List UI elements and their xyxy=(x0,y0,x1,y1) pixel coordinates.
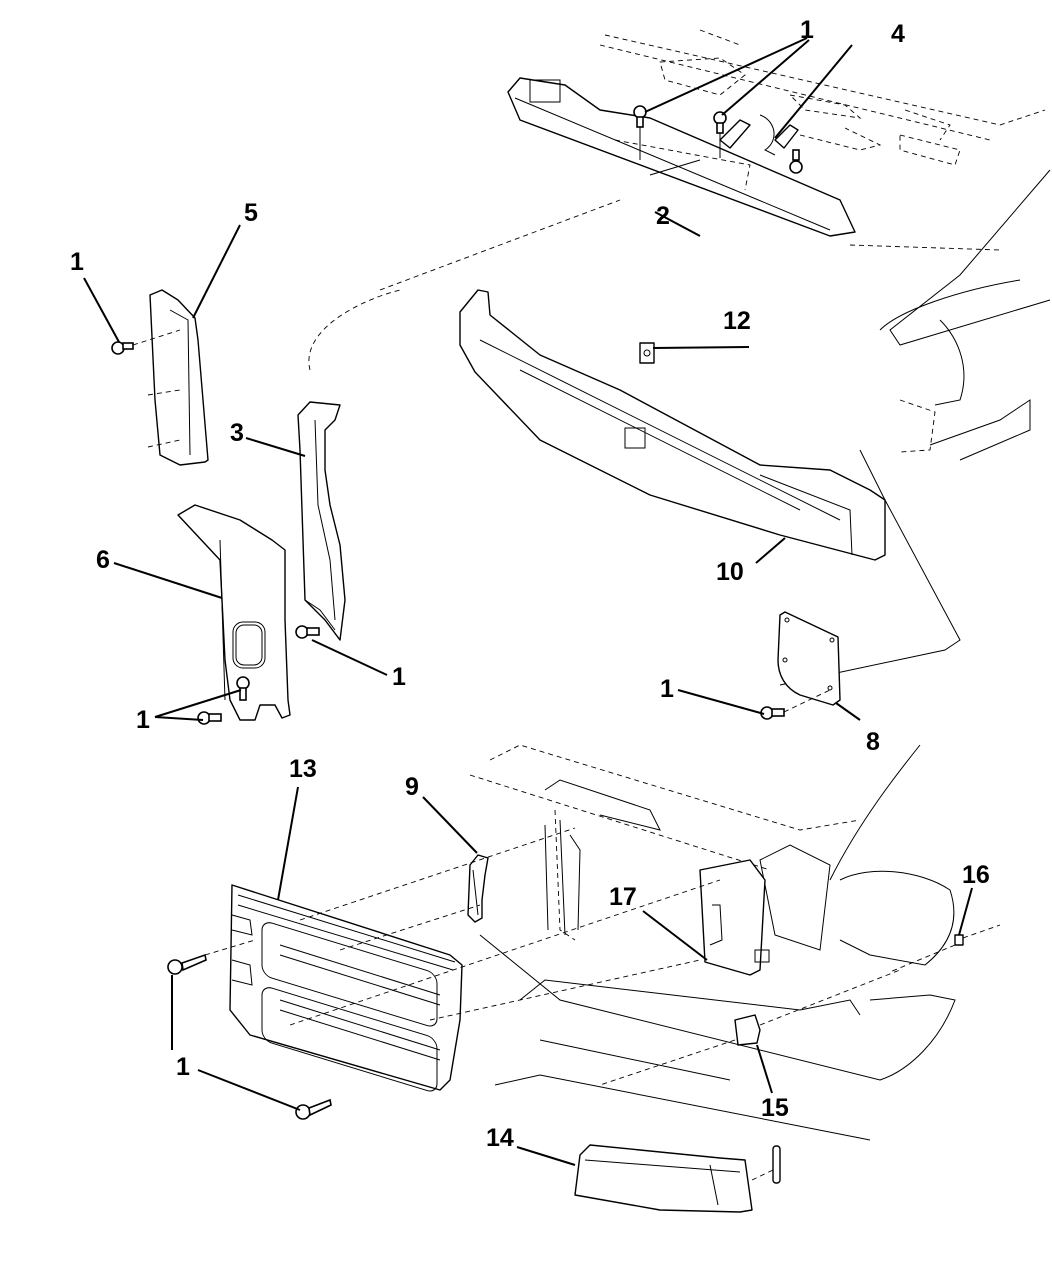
callout-6: 6 xyxy=(96,546,110,574)
callout-10: 10 xyxy=(716,558,744,586)
leader-lines xyxy=(83,37,973,1166)
part-14-park-lamp-bezel xyxy=(574,1144,781,1213)
part-17-headlamp-panel xyxy=(699,859,770,976)
callout-2: 2 xyxy=(656,202,670,230)
part-3-support-bracket xyxy=(297,401,346,641)
fender-outline-right xyxy=(779,319,1031,686)
radiator-support-posts xyxy=(544,819,581,936)
part-12-nut-clip xyxy=(639,342,655,364)
body-outline-top xyxy=(308,29,1051,371)
callout-8: 8 xyxy=(866,728,880,756)
callout-4: 4 xyxy=(891,20,905,48)
callout-13: 13 xyxy=(289,755,317,783)
callout-9: 9 xyxy=(405,773,419,801)
callout-5: 5 xyxy=(244,199,258,227)
callout-3: 3 xyxy=(230,419,244,447)
part-16-speed-nut xyxy=(889,924,1001,973)
grille-attach-lines xyxy=(204,827,721,1026)
body-outline-bottom xyxy=(469,744,956,1141)
callout-16: 16 xyxy=(962,861,990,889)
fastener-1-deflector-b xyxy=(236,676,250,701)
fastener-1-grille-lower xyxy=(295,1098,332,1120)
fastener-1-seal xyxy=(111,329,181,355)
callout-1-cover: 1 xyxy=(660,675,674,703)
callout-1-grille: 1 xyxy=(176,1053,190,1081)
part-9-grille-bracket xyxy=(467,854,489,923)
callout-17: 17 xyxy=(609,883,637,911)
part-2-upper-closure-panel xyxy=(507,77,856,237)
callout-1-top-left: 1 xyxy=(800,16,814,44)
part-13-grille xyxy=(229,884,463,1092)
callout-14: 14 xyxy=(486,1124,514,1152)
part-15-retainer-clip xyxy=(599,969,901,1086)
callout-1-deflector: 1 xyxy=(392,663,406,691)
part-5-side-seal xyxy=(147,289,209,466)
fastener-1-deflector-a xyxy=(295,625,320,639)
callout-15: 15 xyxy=(761,1094,789,1122)
callout-1-seal: 1 xyxy=(70,248,84,276)
callout-12: 12 xyxy=(723,307,751,335)
part-8-access-cover xyxy=(777,611,841,706)
fastener-1-grille-upper xyxy=(167,953,207,975)
part-6-air-deflector xyxy=(177,504,291,721)
fastener-1-deflector-c xyxy=(197,711,222,725)
part-10-bumper-reinforcement xyxy=(459,289,886,561)
part-4-latch-bracket xyxy=(719,114,799,156)
callout-labels: 1 4 2 5 1 12 3 6 10 1 1 1 8 13 9 16 17 1… xyxy=(70,16,990,1152)
callout-1-deflector-lower: 1 xyxy=(136,706,150,734)
fastener-1-top-a xyxy=(633,105,647,160)
fastener-1-top-c xyxy=(789,149,803,174)
